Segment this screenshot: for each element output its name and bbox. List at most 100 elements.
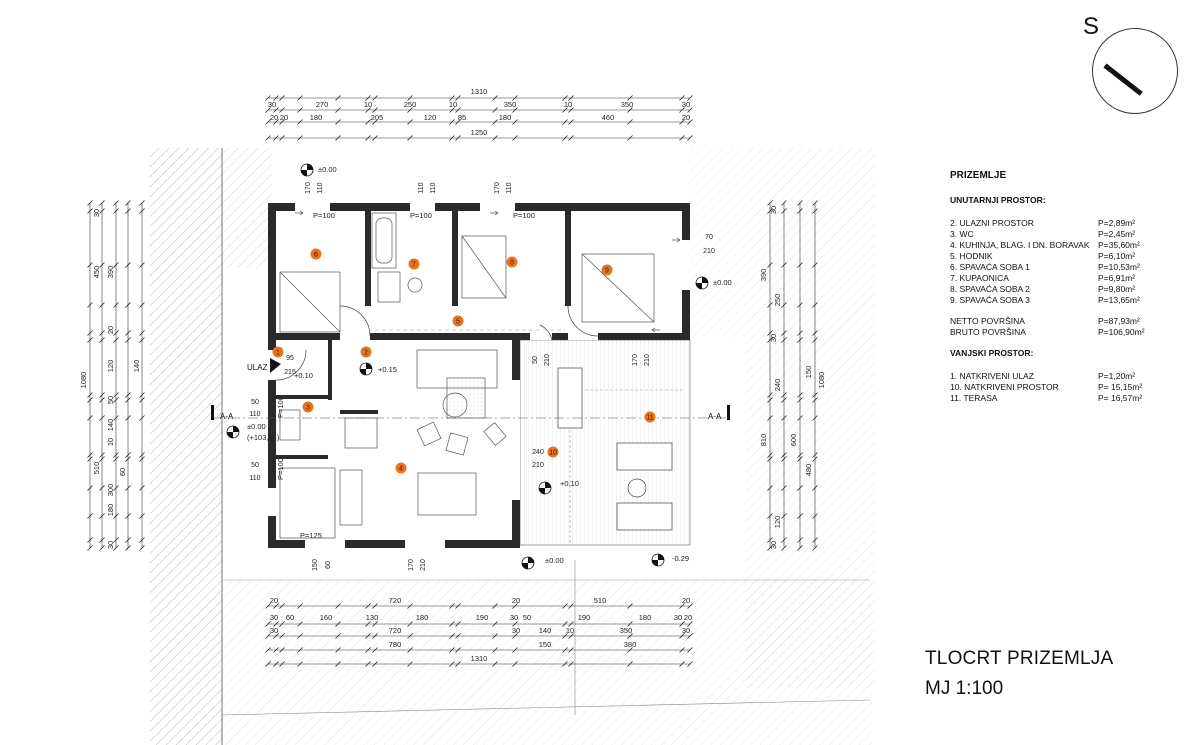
dimension-tick [562, 95, 568, 101]
dimension-tick [455, 661, 461, 667]
dimension-tick [767, 337, 773, 343]
dim-top2-4: 120 [424, 113, 437, 122]
dim-right-3: 30 [769, 334, 778, 342]
dimension-tick [687, 107, 693, 113]
legend-heading: PRIZEMLJE [950, 170, 1007, 181]
dimension-tick [687, 95, 693, 101]
dimension-tick [273, 621, 279, 627]
dimension-tick [139, 397, 145, 403]
opening-dim-18: 240 [532, 449, 544, 456]
dimension-tick [335, 95, 341, 101]
dimension-tick [781, 397, 787, 403]
dimension-tick [139, 302, 145, 308]
opening-dim-15: 210 [544, 354, 551, 366]
dimension-tick [767, 485, 773, 491]
dimension-tick [125, 337, 131, 343]
dimension-tick [627, 107, 633, 113]
opening-dim-19: 210 [532, 462, 544, 469]
dim-top2-5: 85 [458, 113, 466, 122]
drawing-title: TLOCRT PRIZEMLJA [925, 648, 1114, 669]
dimension-tick [297, 107, 303, 113]
dim-top1-4: 10 [449, 100, 457, 109]
dimension-tick [372, 633, 378, 639]
dimension-tick [407, 95, 413, 101]
dimension-tick [627, 621, 633, 627]
dimension-tick [297, 647, 303, 653]
level-marker-icon [300, 163, 314, 177]
dimension-tick [365, 647, 371, 653]
dimension-tick [492, 107, 498, 113]
legend-room-name: 8. SPAVAĆA SOBA 2 [950, 284, 1030, 294]
dimension-tick [125, 485, 131, 491]
dimension-tick [455, 119, 461, 125]
dimension-tick [767, 397, 773, 403]
dimension-tick [99, 452, 105, 458]
dimension-tick [265, 135, 271, 141]
dimension-tick [449, 633, 455, 639]
dimension-tick [767, 545, 773, 551]
dimension-tick [797, 452, 803, 458]
dimension-tick [512, 661, 518, 667]
level-label-5: (+103,94) [247, 433, 280, 442]
level-label-6: +0.10 [560, 479, 579, 488]
dim-bot2-8: 190 [578, 613, 591, 622]
dimension-tick [492, 95, 498, 101]
dimension-tick [87, 545, 93, 551]
dimension-tick [99, 392, 105, 398]
north-needle [1103, 63, 1143, 96]
legend-room-area: P=1,20m² [1098, 371, 1136, 381]
dimension-tick [512, 633, 518, 639]
dimension-tick [139, 337, 145, 343]
dimension-tick [125, 456, 131, 462]
dimension-tick [125, 200, 131, 206]
dimension-tick [562, 621, 568, 627]
door-labels: P=100 P=100 P=100 P=100 P=100 P=125 [276, 211, 535, 540]
legend-total-area: P=87,93m² [1098, 316, 1140, 326]
dimension-tick [449, 107, 455, 113]
dim-right-6: 600 [789, 434, 798, 447]
level-marker-icon [521, 556, 535, 570]
dimension-tick [125, 415, 131, 421]
dimension-tick [113, 330, 119, 336]
dimension-tick [781, 262, 787, 268]
dimension-tick [407, 647, 413, 653]
dim-bot1-2: 20 [512, 596, 520, 605]
room-marker-label: 3 [306, 405, 310, 412]
dimension-tick [767, 392, 773, 398]
level-label-2: +0.15 [378, 365, 397, 374]
dimension-tick [627, 633, 633, 639]
legend-total-area: P=106,90m² [1098, 327, 1145, 337]
dimension-tick [679, 661, 685, 667]
dimension-tick [627, 647, 633, 653]
dimension-tick [99, 545, 105, 551]
opening-dim-5: 110 [506, 182, 513, 193]
dim-top2-6: 180 [499, 113, 512, 122]
dimension-tick [812, 397, 818, 403]
dimension-tick [265, 621, 271, 627]
dimension-tick [449, 647, 455, 653]
dimension-tick [125, 392, 131, 398]
section-label-left: A-A [220, 412, 234, 421]
opening-dim-20: 150 [312, 559, 319, 571]
dimension-tick [372, 95, 378, 101]
dimension-tick [372, 107, 378, 113]
level-marker-icon [538, 481, 552, 495]
legend-room-name: 7. KUPAONICA [950, 273, 1009, 283]
dimension-tick [455, 647, 461, 653]
terrace-floor [519, 339, 691, 546]
dimension-tick [139, 537, 145, 543]
legend-room-name: 11. TERASA [950, 393, 998, 403]
dimension-tick [812, 545, 818, 551]
dim-bot3-1: 720 [389, 626, 402, 635]
dimension-tick [767, 262, 773, 268]
dimension-tick [335, 633, 341, 639]
level-label-4: ±0.00 [247, 422, 266, 431]
dimension-tick [797, 415, 803, 421]
dimension-tick [455, 95, 461, 101]
